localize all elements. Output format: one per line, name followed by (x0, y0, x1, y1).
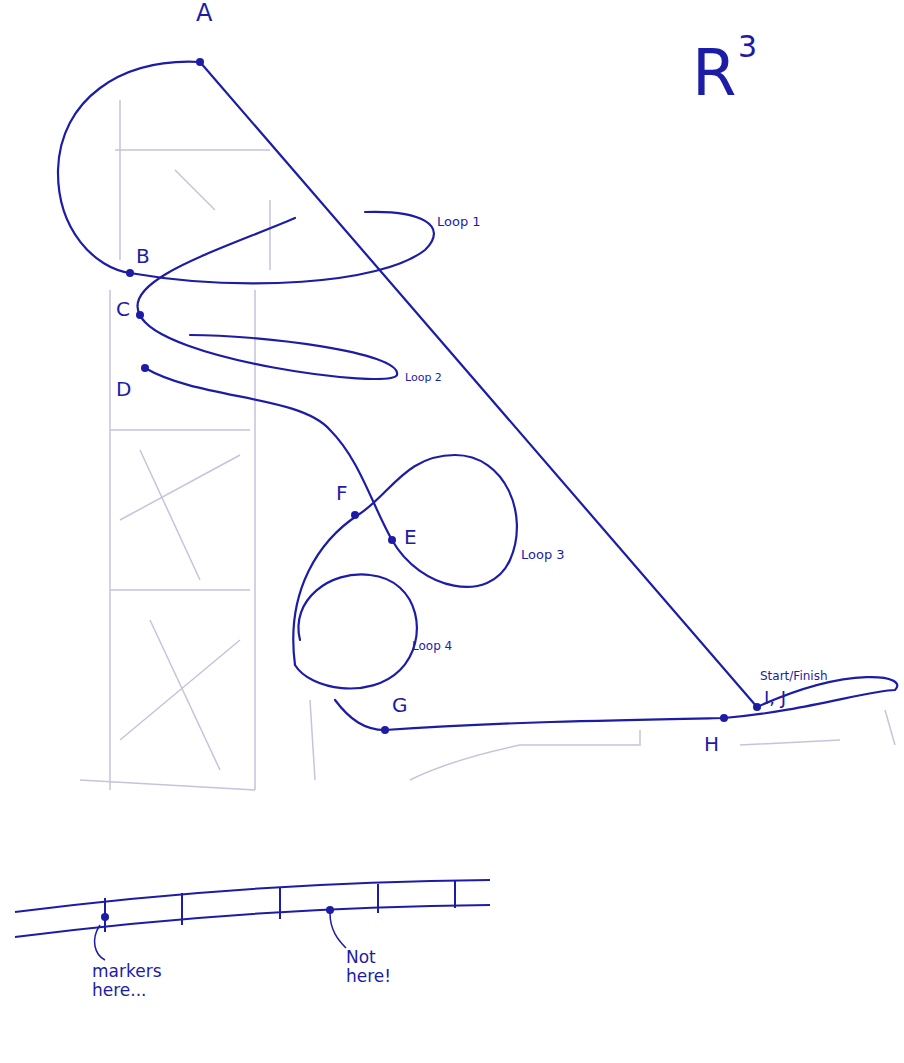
loop-label: Loop 4 (412, 640, 452, 653)
space-name: R (692, 38, 736, 108)
note: Not here! (346, 948, 406, 985)
rail-inset (15, 880, 490, 960)
scaffolding (80, 100, 895, 790)
letter: F (336, 482, 348, 504)
track-point (126, 58, 761, 734)
letter: A (196, 0, 212, 26)
track (58, 62, 897, 730)
loop-label: Loop 3 (521, 548, 565, 562)
marker-dot (101, 906, 334, 921)
letter: D (116, 378, 131, 400)
loop-label: Loop 1 (437, 215, 481, 229)
letter: H (704, 733, 719, 755)
note: Start/Finish (760, 670, 828, 683)
superscript: 3 (738, 30, 757, 63)
letter: B (136, 245, 150, 267)
letter: C (116, 298, 130, 320)
letter: E (404, 526, 417, 548)
letter: I, J (764, 688, 786, 708)
letter: G (392, 694, 408, 716)
note: markers here... (92, 962, 182, 999)
loop-label: Loop 2 (405, 372, 442, 384)
